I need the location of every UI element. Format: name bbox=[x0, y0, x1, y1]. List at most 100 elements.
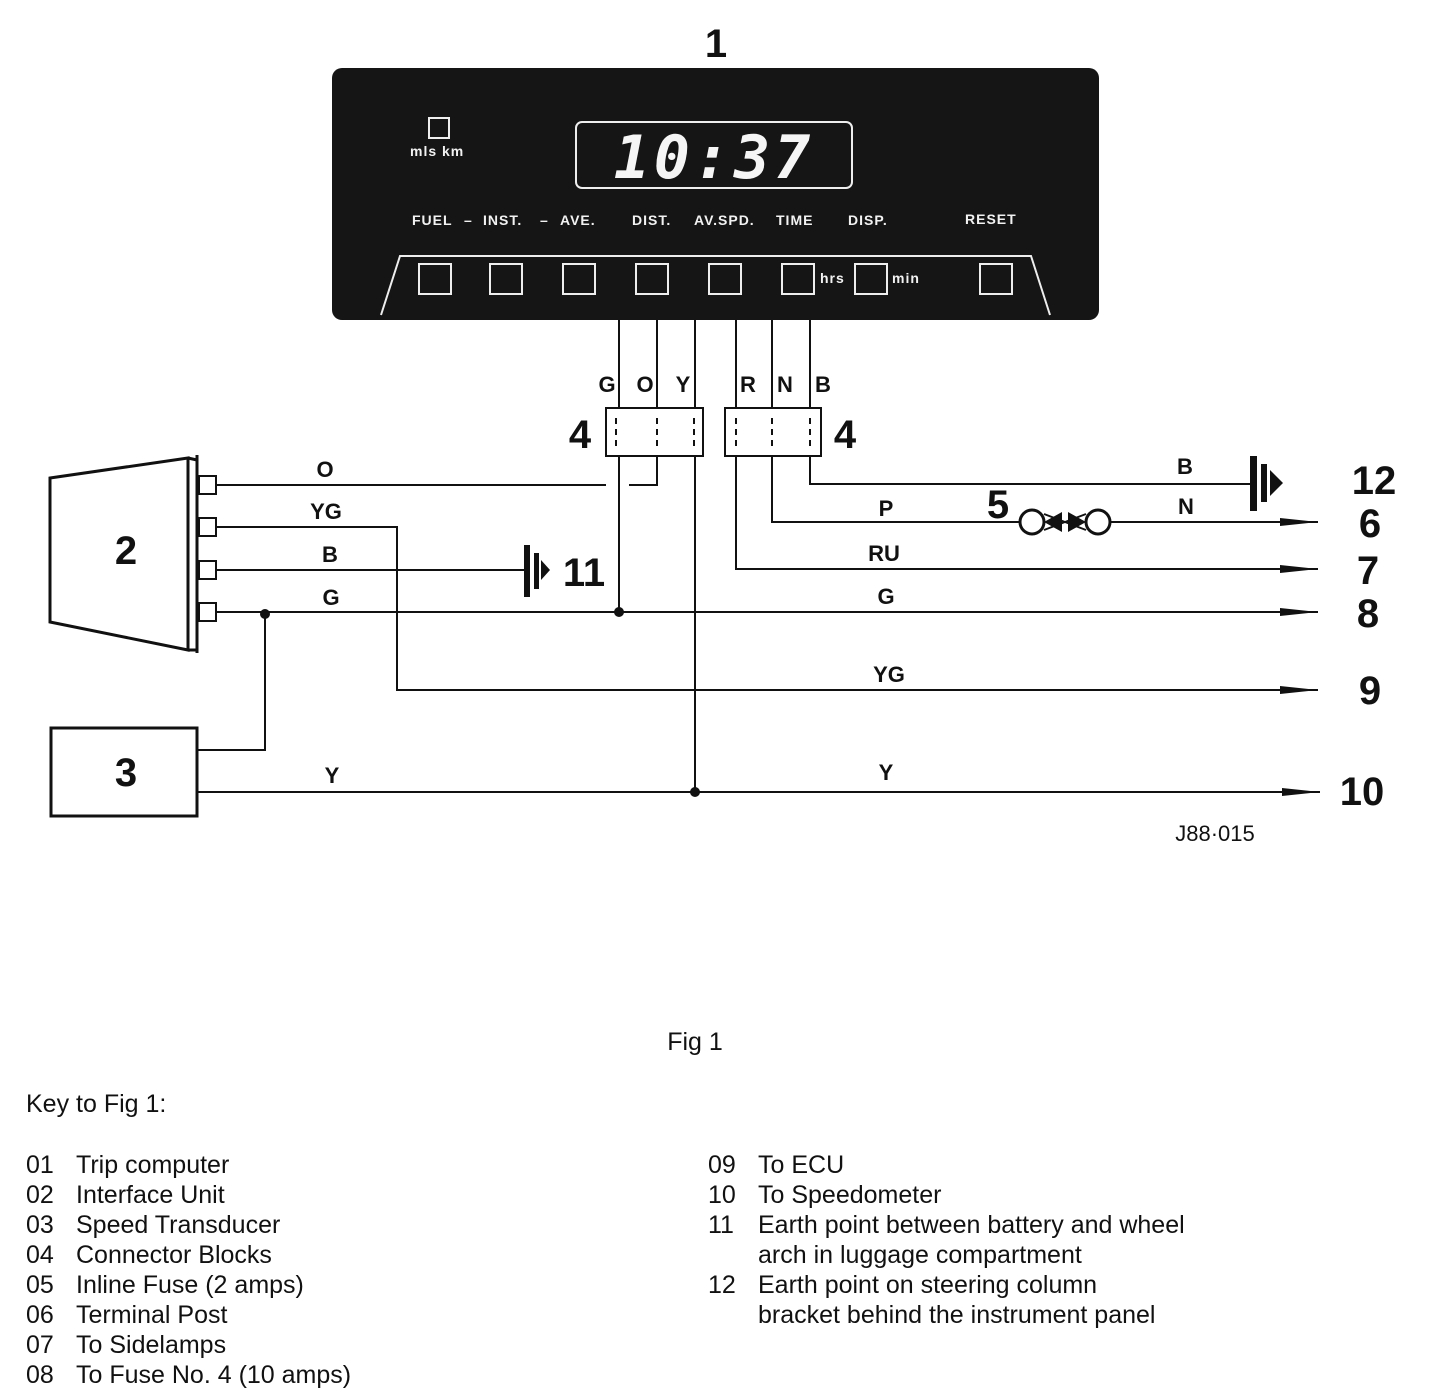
wiring-diagram: 1 mls km 10:37 FUEL – INST. – AVE. DIST.… bbox=[48, 22, 1397, 846]
key-description: bracket behind the instrument panel bbox=[758, 1301, 1156, 1329]
hrs-label: hrs bbox=[820, 270, 845, 286]
key-number: 02 bbox=[26, 1181, 54, 1209]
label-speedometer: 10 bbox=[1340, 770, 1385, 814]
junction-dot bbox=[690, 787, 700, 797]
lcd-time: 10:37 bbox=[614, 123, 815, 193]
wire-label-g-left: G bbox=[322, 585, 339, 610]
wire-label-o: O bbox=[316, 457, 333, 482]
key-number: 10 bbox=[708, 1181, 736, 1209]
key-description: Earth point on steering column bbox=[758, 1271, 1098, 1299]
pin-label-r: R bbox=[740, 372, 756, 397]
wire-label-y-right: Y bbox=[879, 760, 894, 785]
drawing-ref: J88·015 bbox=[1175, 821, 1255, 846]
key-number: 03 bbox=[26, 1211, 54, 1239]
key-number: 01 bbox=[26, 1151, 54, 1179]
key-description: To Fuse No. 4 (10 amps) bbox=[76, 1361, 352, 1389]
fn-label-avspd: AV.SPD. bbox=[694, 212, 755, 228]
time-min-button[interactable] bbox=[854, 263, 888, 295]
label-terminal-post: 6 bbox=[1359, 502, 1381, 546]
label-interface-unit: 2 bbox=[115, 529, 137, 573]
wire-label-yg-top: YG bbox=[310, 499, 342, 524]
connector-block-right bbox=[724, 407, 822, 457]
pin-label-g: G bbox=[598, 372, 615, 397]
earth-12-icon bbox=[1250, 456, 1283, 511]
key-number: 07 bbox=[26, 1331, 54, 1359]
key-description: Speed Transducer bbox=[76, 1211, 281, 1239]
key-description: To Speedometer bbox=[758, 1181, 942, 1209]
key-title: Key to Fig 1: bbox=[26, 1090, 167, 1118]
figure-caption: Fig 1 bbox=[667, 1028, 723, 1056]
key-number bbox=[708, 1240, 758, 1270]
key-item: 08 To Fuse No. 4 (10 amps) bbox=[26, 1360, 351, 1390]
key-number: 04 bbox=[26, 1241, 54, 1269]
key-number: 06 bbox=[26, 1301, 54, 1329]
junction-dot bbox=[614, 607, 624, 617]
fn-label-time: TIME bbox=[776, 212, 813, 228]
key-item: 04 Connector Blocks bbox=[26, 1240, 351, 1270]
key-item: 05 Inline Fuse (2 amps) bbox=[26, 1270, 351, 1300]
label-fuse-no-4: 8 bbox=[1357, 592, 1379, 636]
key-description: Trip computer bbox=[76, 1151, 230, 1179]
fn-label-fuel: FUEL bbox=[412, 212, 453, 228]
wire-label-g-right: G bbox=[877, 584, 894, 609]
time-hrs-button[interactable] bbox=[781, 263, 815, 295]
speed-transducer bbox=[49, 726, 199, 818]
pin-label-n: N bbox=[777, 372, 793, 397]
wire-label-b-right: B bbox=[1177, 454, 1193, 479]
ave-button[interactable] bbox=[562, 263, 596, 295]
key-item: bracket behind the instrument panel bbox=[708, 1300, 1185, 1330]
key-number: 11 bbox=[708, 1211, 734, 1239]
fn-label-inst: INST. bbox=[483, 212, 522, 228]
key-description: To Sidelamps bbox=[76, 1331, 227, 1359]
fn-label-ave: AVE. bbox=[560, 212, 596, 228]
key-description: Inline Fuse (2 amps) bbox=[76, 1271, 304, 1299]
units-label: mls km bbox=[410, 143, 464, 159]
fn-label-reset: RESET bbox=[965, 211, 1017, 227]
wire-label-yg-right: YG bbox=[873, 662, 905, 687]
key-item: 01 Trip computer bbox=[26, 1150, 351, 1180]
interface-unit bbox=[48, 455, 217, 653]
label-ecu: 9 bbox=[1359, 669, 1381, 713]
label-earth-12: 12 bbox=[1352, 459, 1397, 503]
key-description: Connector Blocks bbox=[76, 1241, 272, 1269]
wire-label-y-left: Y bbox=[325, 763, 340, 788]
label-connector-left: 4 bbox=[569, 413, 592, 457]
reset-button[interactable] bbox=[979, 263, 1013, 295]
wiring bbox=[197, 456, 1320, 796]
label-earth-11: 11 bbox=[563, 551, 605, 595]
key-item: arch in luggage compartment bbox=[708, 1240, 1185, 1270]
fn-label-disp: DISP. bbox=[848, 212, 888, 228]
label-trip-computer: 1 bbox=[705, 22, 727, 66]
key-number: 12 bbox=[708, 1271, 736, 1299]
pin-label-o: O bbox=[636, 372, 653, 397]
dist-button[interactable] bbox=[635, 263, 669, 295]
lcd-screen bbox=[575, 121, 853, 189]
pin-label-b: B bbox=[815, 372, 831, 397]
wire-label-n: N bbox=[1178, 494, 1194, 519]
junction-dot bbox=[260, 609, 270, 619]
key-item: 12 Earth point on steering column bbox=[708, 1270, 1185, 1300]
key-number: 08 bbox=[26, 1361, 54, 1389]
key-number bbox=[708, 1300, 758, 1330]
key-number: 05 bbox=[26, 1271, 54, 1299]
inline-fuse-icon bbox=[1018, 508, 1112, 536]
fuel-button[interactable] bbox=[418, 263, 452, 295]
wire-label-ru: RU bbox=[868, 541, 900, 566]
fn-label-dash-1: – bbox=[464, 212, 473, 228]
wire-label-p: P bbox=[879, 496, 894, 521]
label-sidelamps: 7 bbox=[1357, 549, 1379, 593]
wire-label-b-left: B bbox=[322, 542, 338, 567]
label-inline-fuse: 5 bbox=[987, 483, 1009, 527]
min-label: min bbox=[892, 270, 920, 286]
inst-button[interactable] bbox=[489, 263, 523, 295]
avspd-button[interactable] bbox=[708, 263, 742, 295]
key-number: 09 bbox=[708, 1151, 736, 1179]
earth-11-icon bbox=[524, 545, 550, 597]
trip-computer-panel: mls km 10:37 FUEL – INST. – AVE. DIST. A… bbox=[332, 68, 1099, 320]
